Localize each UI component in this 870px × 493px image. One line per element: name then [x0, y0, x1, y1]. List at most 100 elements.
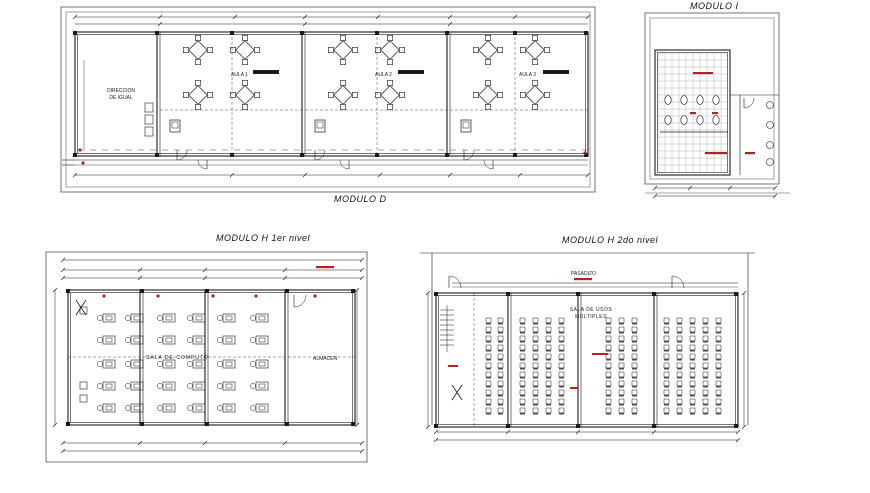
seat: [715, 371, 722, 378]
dimension-tick: [575, 429, 581, 435]
dimension-tick: [72, 172, 78, 178]
stair-line: [75, 299, 87, 316]
monitor: [225, 383, 233, 389]
seat: [689, 407, 696, 414]
column: [445, 153, 449, 157]
title-modulo-h-2do-nivel: MODULO H 2do nivel: [562, 235, 659, 245]
modulo-d-frame: [60, 6, 596, 193]
operator-chair: [97, 315, 103, 321]
dimension-tick: [425, 424, 431, 430]
seat: [605, 335, 612, 342]
seat: [689, 371, 696, 378]
column: [230, 31, 234, 35]
seat: [532, 398, 539, 405]
table: [333, 40, 353, 60]
operator-chair: [250, 383, 256, 389]
dimension-tick: [60, 440, 66, 446]
accent-bar: [705, 152, 727, 155]
chair: [183, 47, 189, 53]
wall-inner: [70, 292, 353, 423]
seat: [715, 380, 722, 387]
operator-chair: [250, 337, 256, 343]
seat: [663, 371, 670, 378]
dimension-tick: [433, 437, 439, 443]
monitor: [105, 361, 113, 367]
seat: [532, 344, 539, 351]
chair: [352, 92, 358, 98]
door-swing: [314, 149, 326, 161]
room-label-aula-3: AULA 3: [519, 72, 536, 78]
dimension-tick: [302, 172, 308, 178]
chair: [144, 126, 154, 137]
furniture-block: [79, 381, 88, 390]
toilet-fixture: [680, 115, 688, 125]
dimension-tick: [137, 267, 143, 273]
accent-bar: [574, 278, 592, 281]
dimension-tick: [202, 267, 208, 273]
seat: [676, 398, 683, 405]
seat: [485, 344, 492, 351]
seat: [676, 362, 683, 369]
dimension-tick: [60, 267, 66, 273]
dimension-tick: [302, 21, 308, 27]
operator-chair: [97, 361, 103, 367]
chair: [183, 92, 189, 98]
chair: [485, 80, 491, 86]
table: [235, 85, 255, 105]
toilet-fixture: [696, 115, 704, 125]
column: [300, 153, 304, 157]
dimension-tick: [229, 172, 235, 178]
seat: [545, 362, 552, 369]
computer-desk: [162, 381, 176, 391]
seat: [663, 380, 670, 387]
table: [333, 85, 353, 105]
seat: [485, 335, 492, 342]
column: [140, 422, 144, 426]
operator-chair: [97, 383, 103, 389]
accent-bar: [316, 266, 334, 269]
dimension-tick: [447, 172, 453, 178]
toilet-fixture: [712, 95, 720, 105]
chair: [328, 92, 334, 98]
monitor: [195, 315, 203, 321]
dimension-tick: [157, 14, 163, 20]
seat: [689, 344, 696, 351]
teacher-desk: [543, 70, 569, 74]
monitor: [165, 315, 173, 321]
table: [235, 40, 255, 60]
monitor: [133, 337, 141, 343]
chair: [254, 47, 260, 53]
computer-desk: [192, 381, 206, 391]
room-label-almacen: ALMACEN: [313, 356, 338, 362]
column: [205, 422, 209, 426]
chair: [375, 47, 381, 53]
dimension-tick: [687, 185, 693, 191]
room-label-sala-usos-1: SALA DE USOS: [569, 307, 613, 313]
stair-line: [451, 384, 463, 401]
column: [205, 289, 209, 293]
dimension-tick: [377, 172, 383, 178]
table: [478, 40, 498, 60]
dimension-tick: [652, 193, 658, 199]
dimension-tick: [52, 287, 58, 293]
column: [584, 153, 588, 157]
computer-desk: [255, 403, 269, 413]
seat: [663, 389, 670, 396]
dimension-tick: [354, 422, 360, 428]
column: [513, 31, 517, 35]
dimension-tick: [60, 275, 66, 281]
dimension-tick: [652, 185, 658, 191]
accent-marker: [313, 294, 317, 298]
seat: [618, 407, 625, 414]
monitor: [225, 361, 233, 367]
seat: [689, 335, 696, 342]
monitor: [105, 405, 113, 411]
seat: [702, 398, 709, 405]
column: [351, 289, 355, 293]
room-label-sala-usos-2: MULTIPLES: [575, 314, 607, 320]
computer-desk: [102, 403, 116, 413]
modulo-d-plan: [60, 6, 596, 193]
operator-chair: [157, 383, 163, 389]
seat: [631, 398, 638, 405]
dimension-tick: [651, 429, 657, 435]
